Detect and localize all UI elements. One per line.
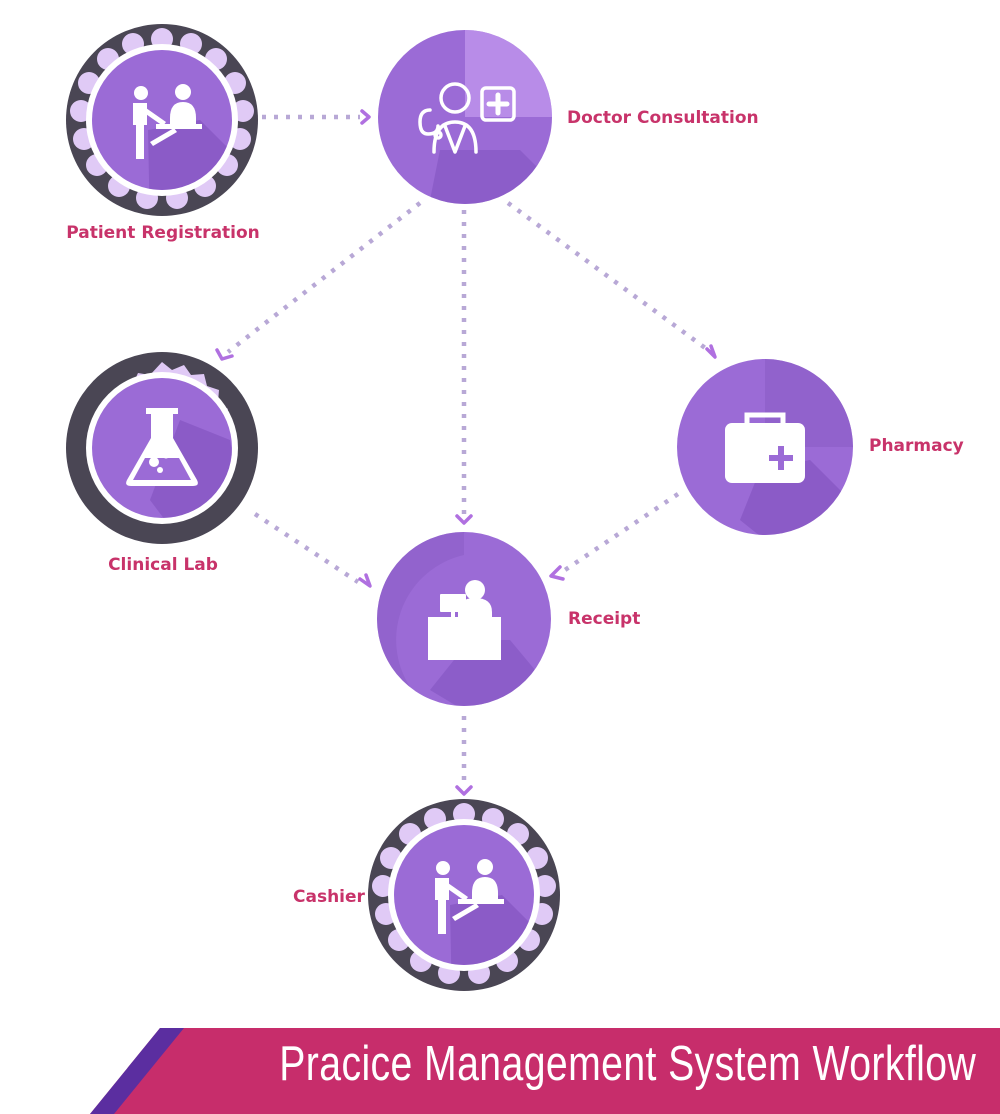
first-aid-kit-icon: [725, 412, 805, 483]
patient-registration-icon: [133, 84, 202, 159]
node-patient-registration: [66, 24, 258, 216]
connector-consultation-to-pharmacy: [506, 201, 710, 352]
arrowhead-to-lab: [215, 348, 234, 361]
label-clinical-lab: Clinical Lab: [108, 555, 218, 575]
node-pharmacy: [677, 359, 853, 535]
connector-lab-to-receipt: [253, 512, 360, 584]
connector-consultation-to-lab: [226, 201, 422, 354]
label-cashier: Cashier: [293, 887, 365, 907]
arrowhead-to-receipt-from-pharmacy: [549, 565, 565, 581]
arrowhead-to-consultation: [360, 109, 371, 125]
arrowhead-to-receipt-from-top: [455, 514, 473, 525]
lab-flask-icon: [126, 408, 198, 486]
reception-desk-icon: [428, 580, 501, 660]
arrowhead-to-pharmacy: [705, 344, 717, 359]
banner-title: Pracice Management System Workflow: [279, 1037, 976, 1091]
arrowhead-to-receipt-from-lab: [358, 573, 372, 588]
node-cashier: [368, 799, 560, 991]
doctor-icon: [418, 82, 516, 154]
title-banner: [90, 1028, 1000, 1114]
arrowhead-to-cashier: [455, 785, 473, 796]
arrowheads: [215, 109, 717, 796]
node-doctor-consultation: [378, 30, 552, 204]
label-doctor-consultation: Doctor Consultation: [567, 108, 759, 128]
cashier-icon: [435, 859, 504, 934]
connectors: [226, 114, 710, 785]
node-clinical-lab: [66, 352, 258, 544]
label-receipt: Receipt: [568, 609, 641, 629]
label-pharmacy: Pharmacy: [869, 436, 964, 456]
connector-pharmacy-to-receipt: [560, 492, 680, 574]
node-receipt: [377, 532, 551, 706]
label-patient-registration: Patient Registration: [66, 223, 260, 243]
